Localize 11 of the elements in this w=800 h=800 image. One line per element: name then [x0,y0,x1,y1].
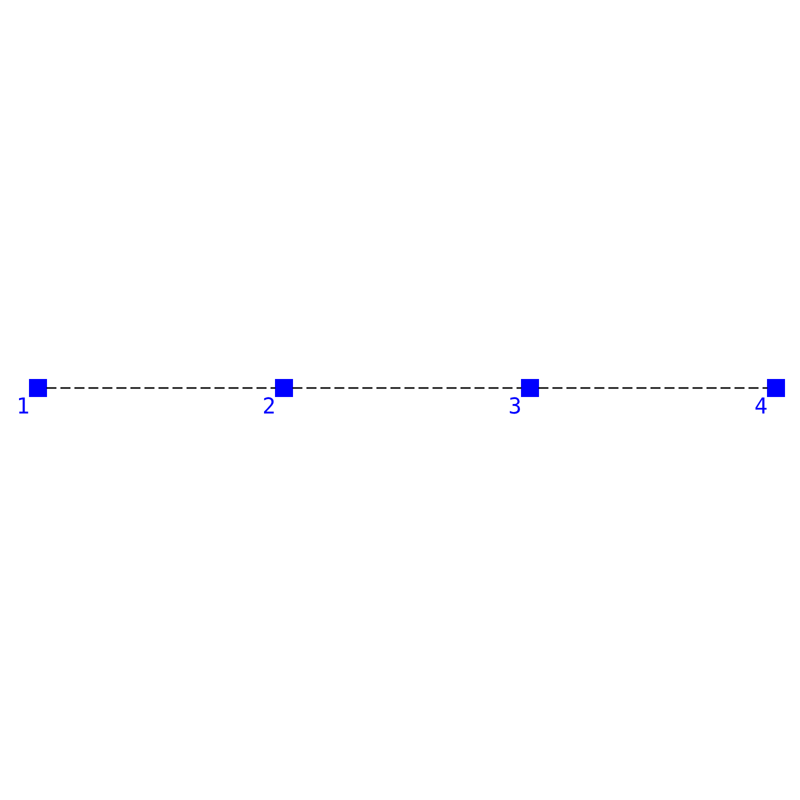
node-box [29,379,47,397]
connector [538,387,768,389]
node-box [767,379,785,397]
node-label: 1 [16,394,30,420]
connector [46,387,276,389]
node-label: 4 [754,394,768,420]
node-label: 3 [508,394,522,420]
node-box [275,379,293,397]
connector [292,387,522,389]
node-label: 2 [262,394,276,420]
node-box [521,379,539,397]
